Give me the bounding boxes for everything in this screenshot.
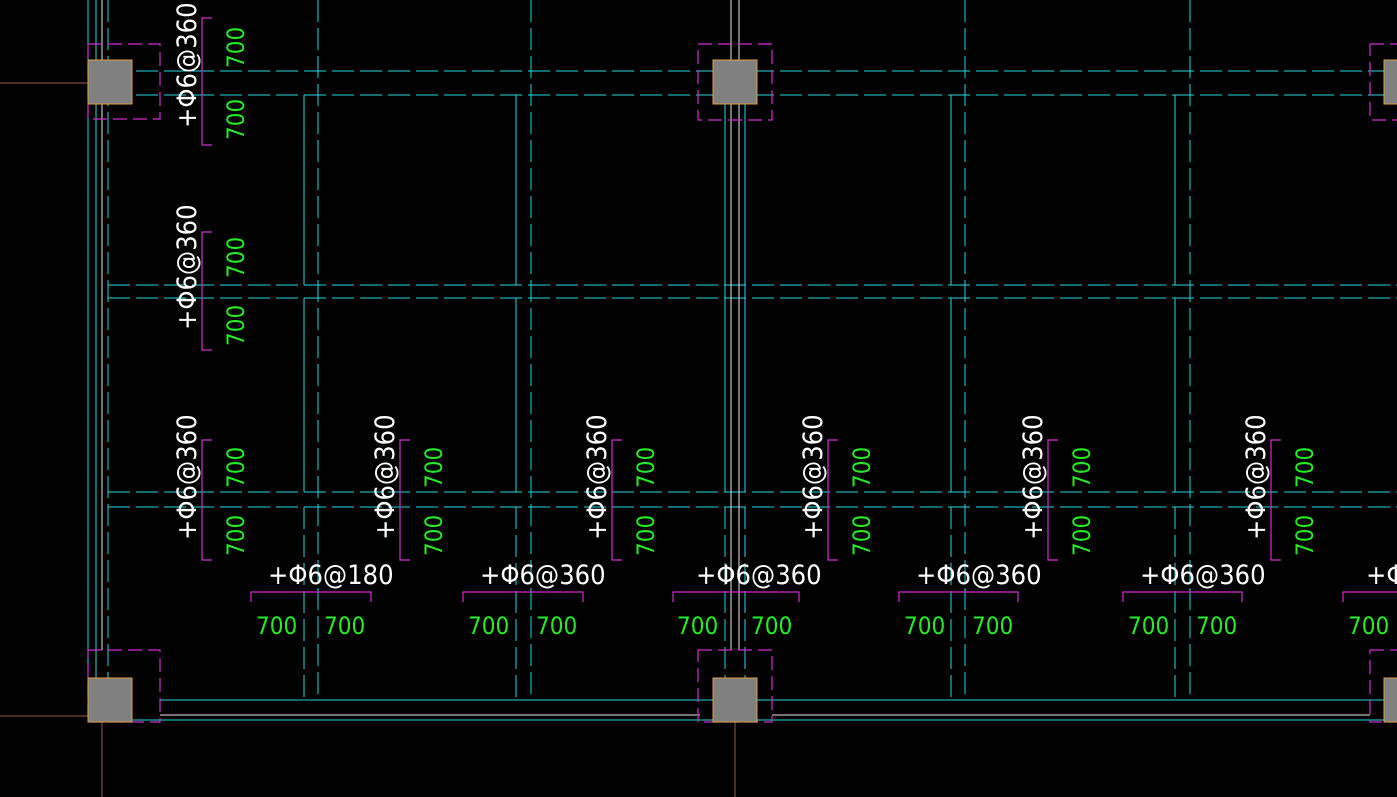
column-top-right — [1383, 59, 1397, 105]
dimension-text-right: 700 — [1196, 612, 1237, 640]
rebar-label-vertical: +Φ6@360 700 700 — [798, 414, 876, 561]
dimension-text-bottom: 700 — [1068, 515, 1096, 556]
rebar-spec-text: +Φ6@360 — [916, 560, 1042, 591]
rebar-spec-text: +Φ6@360 — [370, 414, 401, 540]
rebar-spec-text: +Φ6@360 — [1241, 414, 1272, 540]
column-bottom-center — [712, 677, 758, 723]
column-top-left-zone — [87, 43, 161, 120]
rebar-spec-text: +Φ6@360 — [172, 2, 203, 128]
wall-lines — [101, 0, 1370, 716]
rebar-spec-text: +Φ6@360 — [172, 204, 203, 330]
rebar-label-horizontal: +Φ6 700 — [1342, 560, 1397, 640]
rebar-label-horizontal: +Φ6@360 700 700 — [898, 560, 1042, 640]
dimension-text-left: 700 — [904, 612, 945, 640]
horizontal-rebar-labels: +Φ6@180 700 700 +Φ6@360 700 700 +Φ6@360 … — [250, 560, 1397, 640]
dimension-text-bottom: 700 — [222, 305, 250, 346]
rebar-label-horizontal: +Φ6@360 700 700 — [1122, 560, 1266, 640]
rebar-label-horizontal: +Φ6@180 700 700 — [250, 560, 394, 640]
dimension-text-right: 700 — [324, 612, 365, 640]
rebar-label-vertical: +Φ6@360 700 700 — [1018, 414, 1096, 561]
column-bottom-left — [87, 677, 133, 723]
rebar-label-horizontal: +Φ6@360 700 700 — [462, 560, 606, 640]
dimension-text-right: 700 — [972, 612, 1013, 640]
dimension-text-bottom: 700 — [420, 515, 448, 556]
slab-grid — [87, 0, 1397, 721]
dimension-text-bottom: 700 — [222, 99, 250, 140]
dimension-text-left: 700 — [1128, 612, 1169, 640]
rebar-spec-text: +Φ6 — [1366, 560, 1397, 591]
rebar-label-vertical: +Φ6@360 700 700 — [172, 414, 250, 561]
rebar-label-vertical: +Φ6@360 700 700 — [172, 2, 250, 146]
dimension-text-left: 700 — [256, 612, 297, 640]
rebar-label-horizontal: +Φ6@360 700 700 — [672, 560, 822, 640]
vertical-rebar-labels: +Φ6@360 700 700 +Φ6@360 700 700 +Φ6@360 … — [172, 2, 1319, 561]
dimension-text-top: 700 — [420, 447, 448, 488]
dimension-text-top: 700 — [632, 447, 660, 488]
dimension-text-left: 700 — [468, 612, 509, 640]
rebar-label-vertical: +Φ6@360 700 700 — [172, 204, 250, 351]
dimension-text-left: 700 — [677, 612, 718, 640]
rebar-spec-text: +Φ6@360 — [582, 414, 613, 540]
dimension-text-bottom: 700 — [1291, 515, 1319, 556]
dimension-text-top: 700 — [1068, 447, 1096, 488]
rebar-label-vertical: +Φ6@360 700 700 — [370, 414, 448, 561]
rebar-label-vertical: +Φ6@360 700 700 — [1241, 414, 1319, 561]
dimension-text-right: 700 — [751, 612, 792, 640]
dimension-text-right: 700 — [536, 612, 577, 640]
column-top-center — [712, 59, 758, 105]
column-group — [87, 43, 1397, 723]
rebar-spec-text: +Φ6@360 — [172, 414, 203, 540]
rebar-spec-text: +Φ6@360 — [1140, 560, 1266, 591]
rebar-spec-text: +Φ6@360 — [1018, 414, 1049, 540]
column-top-right-zone — [1369, 43, 1397, 121]
column-top-left — [87, 59, 133, 105]
column-top-center-zone — [697, 43, 773, 121]
dimension-text-top: 700 — [222, 237, 250, 278]
dimension-text-bottom: 700 — [222, 515, 250, 556]
dimension-text-top: 700 — [848, 447, 876, 488]
rebar-spec-text: +Φ6@360 — [696, 560, 822, 591]
rebar-label-vertical: +Φ6@360 700 700 — [582, 414, 660, 561]
dimension-text-top: 700 — [1291, 447, 1319, 488]
dimension-text-bottom: 700 — [848, 515, 876, 556]
dimension-text-left: 700 — [1348, 612, 1389, 640]
rebar-spec-text: +Φ6@180 — [268, 560, 394, 591]
rebar-spec-text: +Φ6@360 — [480, 560, 606, 591]
dimension-text-top: 700 — [222, 27, 250, 68]
column-bottom-right — [1383, 677, 1397, 723]
rebar-spec-text: +Φ6@360 — [798, 414, 829, 540]
crosshair-lines — [0, 82, 736, 797]
dimension-text-top: 700 — [222, 447, 250, 488]
dimension-text-bottom: 700 — [632, 515, 660, 556]
